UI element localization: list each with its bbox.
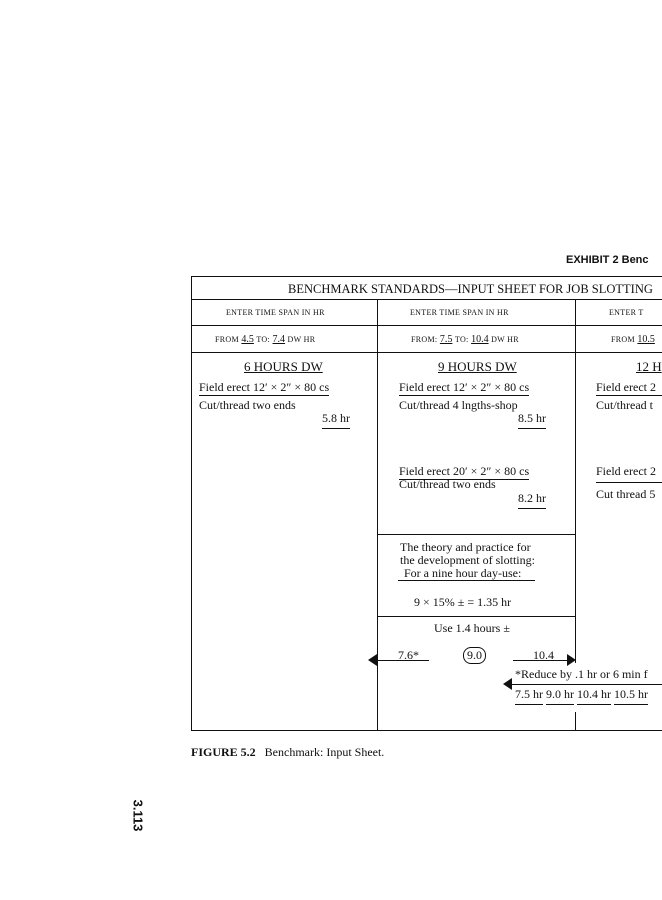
from-value: 10.5 bbox=[637, 334, 655, 345]
divider bbox=[377, 660, 429, 661]
to-value: 10.4 bbox=[471, 334, 489, 345]
divider bbox=[191, 352, 662, 353]
divider bbox=[513, 660, 567, 661]
task-line1: Field erect 2 bbox=[596, 380, 662, 396]
col1-header: ENTER TIME SPAN IN HR bbox=[226, 308, 325, 317]
task-line1: Field erect 2 bbox=[596, 464, 662, 483]
from-label: FROM: bbox=[411, 335, 438, 344]
task-line2: Cut/thread t bbox=[596, 398, 653, 412]
arrow-right-icon bbox=[567, 654, 576, 666]
footnote: *Reduce by .1 hr or 6 min f bbox=[515, 667, 648, 681]
formula: 9 × 15% ± = 1.35 hr bbox=[414, 595, 512, 609]
col1-range: FROM 4.5 TO: 7.4 DW HR bbox=[215, 334, 315, 345]
use-hours: Use 1.4 hours ± bbox=[434, 621, 510, 635]
benchmark-table bbox=[191, 276, 662, 731]
task-line2: Cut/thread two ends bbox=[399, 477, 496, 491]
divider bbox=[191, 325, 662, 326]
divider bbox=[191, 299, 662, 300]
divider bbox=[377, 534, 575, 535]
scale-row: 7.5 hr 9.0 hr 10.4 hr 10.5 hr bbox=[515, 687, 648, 705]
col3-range: FROM 10.5 bbox=[611, 334, 655, 345]
divider bbox=[512, 684, 662, 685]
task-line2: Cut/thread two ends bbox=[199, 398, 296, 412]
divider bbox=[377, 299, 378, 731]
col2-header: ENTER TIME SPAN IN HR bbox=[410, 308, 509, 317]
from-value: 7.5 bbox=[439, 334, 453, 345]
from-label: FROM bbox=[215, 335, 239, 344]
range-high: 10.4 bbox=[533, 648, 554, 662]
to-label: TO: bbox=[454, 335, 469, 344]
range-low: 7.6* bbox=[398, 648, 419, 662]
col2-title: 9 HOURS DW bbox=[438, 359, 517, 374]
scale-value: 7.5 hr bbox=[515, 687, 543, 705]
to-label: TO: bbox=[256, 335, 271, 344]
divider bbox=[575, 299, 576, 663]
unit-label: DW HR bbox=[287, 335, 316, 344]
to-value: 7.4 bbox=[272, 334, 286, 345]
theory-text: The theory and practice for the developm… bbox=[398, 540, 535, 581]
from-value: 4.5 bbox=[241, 334, 254, 345]
task-line1: Field erect 12′ × 2″ × 80 cs bbox=[399, 380, 530, 396]
task-line1: Field erect 20′ × 2″ × 80 cs bbox=[399, 464, 530, 480]
page-number: 3.113 bbox=[130, 799, 146, 832]
scale-value: 10.5 hr bbox=[614, 687, 648, 705]
divider bbox=[575, 712, 576, 731]
task-line2: Cut thread 5 bbox=[596, 487, 656, 501]
divider bbox=[377, 616, 575, 617]
table-title: BENCHMARK STANDARDS—INPUT SHEET FOR JOB … bbox=[288, 282, 653, 296]
col2-range: FROM: 7.5 TO: 10.4 DW HR bbox=[411, 334, 519, 345]
range-mid: 9.0 bbox=[463, 647, 486, 664]
scale-value: 10.4 hr bbox=[577, 687, 611, 705]
theory-line: For a nine hour day-use: bbox=[398, 567, 535, 581]
caption-text: Benchmark: Input Sheet. bbox=[264, 745, 385, 759]
unit-label: DW HR bbox=[491, 335, 519, 344]
task-hours: 8.5 hr bbox=[518, 411, 546, 429]
caption-label: FIGURE 5.2 bbox=[191, 745, 256, 759]
task-hours: 8.2 hr bbox=[518, 491, 546, 509]
col1-title: 6 HOURS DW bbox=[244, 359, 323, 374]
scale-value: 9.0 hr bbox=[546, 687, 574, 705]
task-hours: 5.8 hr bbox=[322, 411, 350, 429]
arrow-left-icon bbox=[503, 678, 512, 690]
figure-caption: FIGURE 5.2 Benchmark: Input Sheet. bbox=[191, 745, 384, 760]
from-label: FROM bbox=[611, 335, 635, 344]
task-line1: Field erect 12′ × 2″ × 80 cs bbox=[199, 380, 330, 396]
exhibit-header: EXHIBIT 2 Benc bbox=[566, 254, 649, 266]
arrow-left-icon bbox=[368, 654, 377, 666]
col3-title: 12 H bbox=[636, 359, 662, 374]
theory-line: The theory and practice for bbox=[400, 540, 531, 554]
task-line2: Cut/thread 4 lngths-shop bbox=[399, 398, 518, 412]
col3-header: ENTER T bbox=[609, 308, 644, 317]
theory-line: the development of slotting: bbox=[400, 553, 535, 567]
